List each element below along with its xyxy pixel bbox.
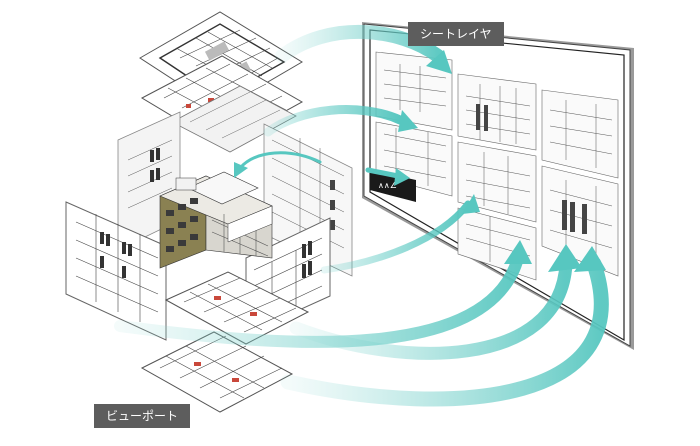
sheet-layer-label: シートレイヤ — [408, 22, 504, 46]
floor-plan-lower — [164, 271, 310, 345]
floor-plan-bottom — [140, 331, 294, 413]
building-3d-model — [159, 171, 273, 269]
viewport-label: ビューポート — [94, 404, 191, 428]
svg-text:∧∧∠: ∧∧∠ — [378, 181, 397, 190]
elevation-left-front — [65, 201, 167, 341]
flow-arrows — [114, 25, 609, 407]
